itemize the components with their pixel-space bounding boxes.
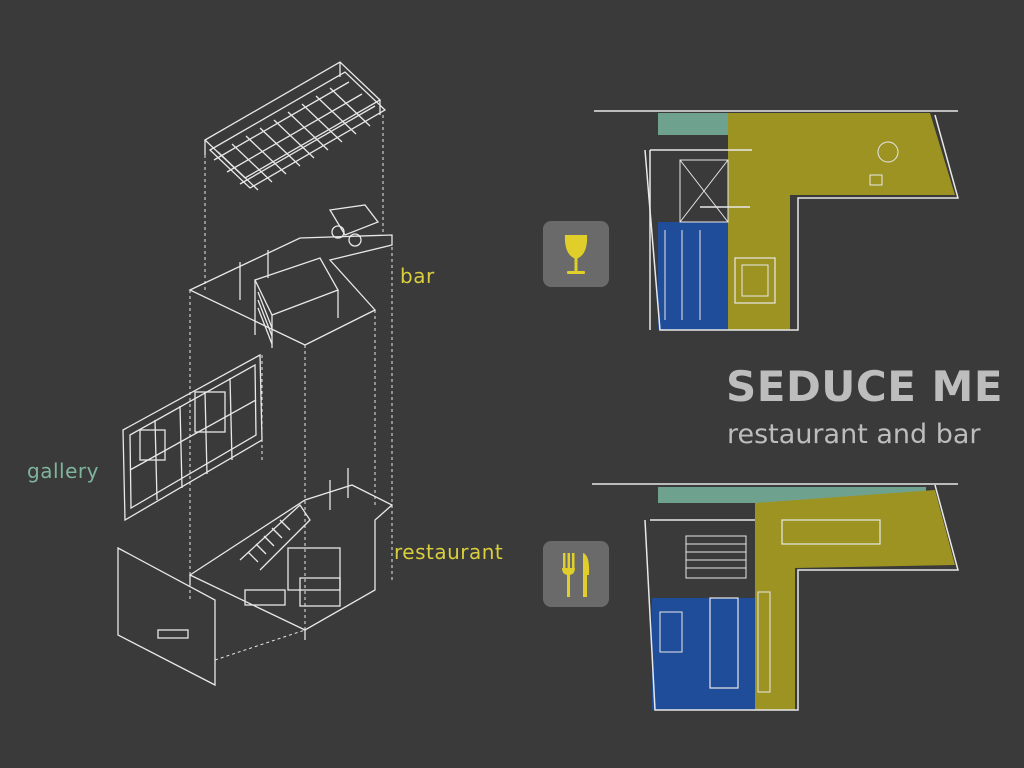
level-label-gallery: gallery [27, 459, 99, 483]
project-title: SEDUCE ME [726, 362, 1004, 411]
level-label-restaurant: restaurant [394, 540, 504, 564]
wine-glass-icon [543, 221, 609, 287]
project-subtitle: restaurant and bar [727, 419, 981, 450]
fork-knife-icon [543, 541, 609, 607]
level-label-bar: bar [400, 264, 435, 288]
restaurant-level [188, 468, 394, 640]
roof-grid [203, 61, 387, 191]
gallery-level [122, 353, 263, 522]
facade-panel [117, 546, 216, 687]
bar-level [188, 204, 393, 348]
